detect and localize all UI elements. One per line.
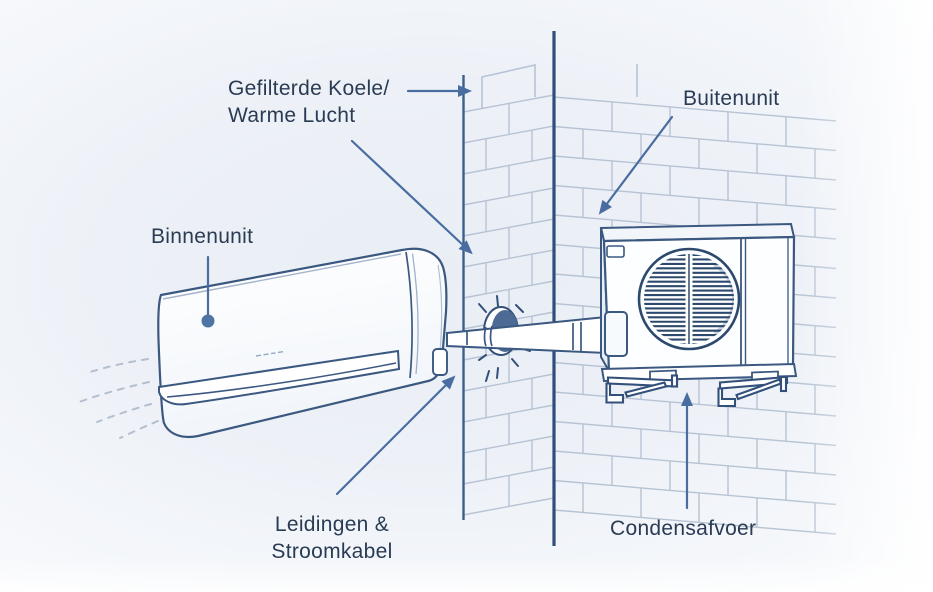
label-condensate-drain: Condensafvoer (610, 517, 757, 540)
label-outdoor-unit: Buitenunit (683, 87, 780, 110)
label-pipes-cable: Leidingen & Stroomkabel (271, 513, 393, 563)
outdoor-unit (599, 222, 798, 408)
wall-bracket-right (717, 375, 789, 408)
pipes-cable-arrow (335, 375, 456, 496)
bottom-fade (0, 556, 933, 592)
pipe-connection-plate (604, 311, 628, 357)
label-filtered-air: Gefilterde Koele/ Warme Lucht (228, 77, 390, 127)
outdoor-unit-arrow (598, 115, 674, 215)
indoor-unit-body (157, 247, 448, 439)
fan-grille (637, 247, 741, 351)
leader-lines (201, 85, 693, 510)
outdoor-unit-label (606, 245, 625, 258)
indoor-unit-leader-dot (201, 314, 215, 328)
indoor-unit (157, 247, 448, 439)
right-fade (800, 0, 933, 592)
wall-bracket-left (605, 374, 679, 404)
pipe-cover (432, 348, 448, 376)
airflow-dashes (78, 358, 159, 439)
refrigerant-pipe (446, 315, 607, 355)
wall-edges (462, 31, 556, 546)
filtered-air-diagonal-arrow (350, 139, 473, 255)
label-indoor-unit: Binnenunit (151, 225, 254, 248)
brand-mark (255, 351, 284, 357)
wall-top-brick (481, 63, 638, 108)
